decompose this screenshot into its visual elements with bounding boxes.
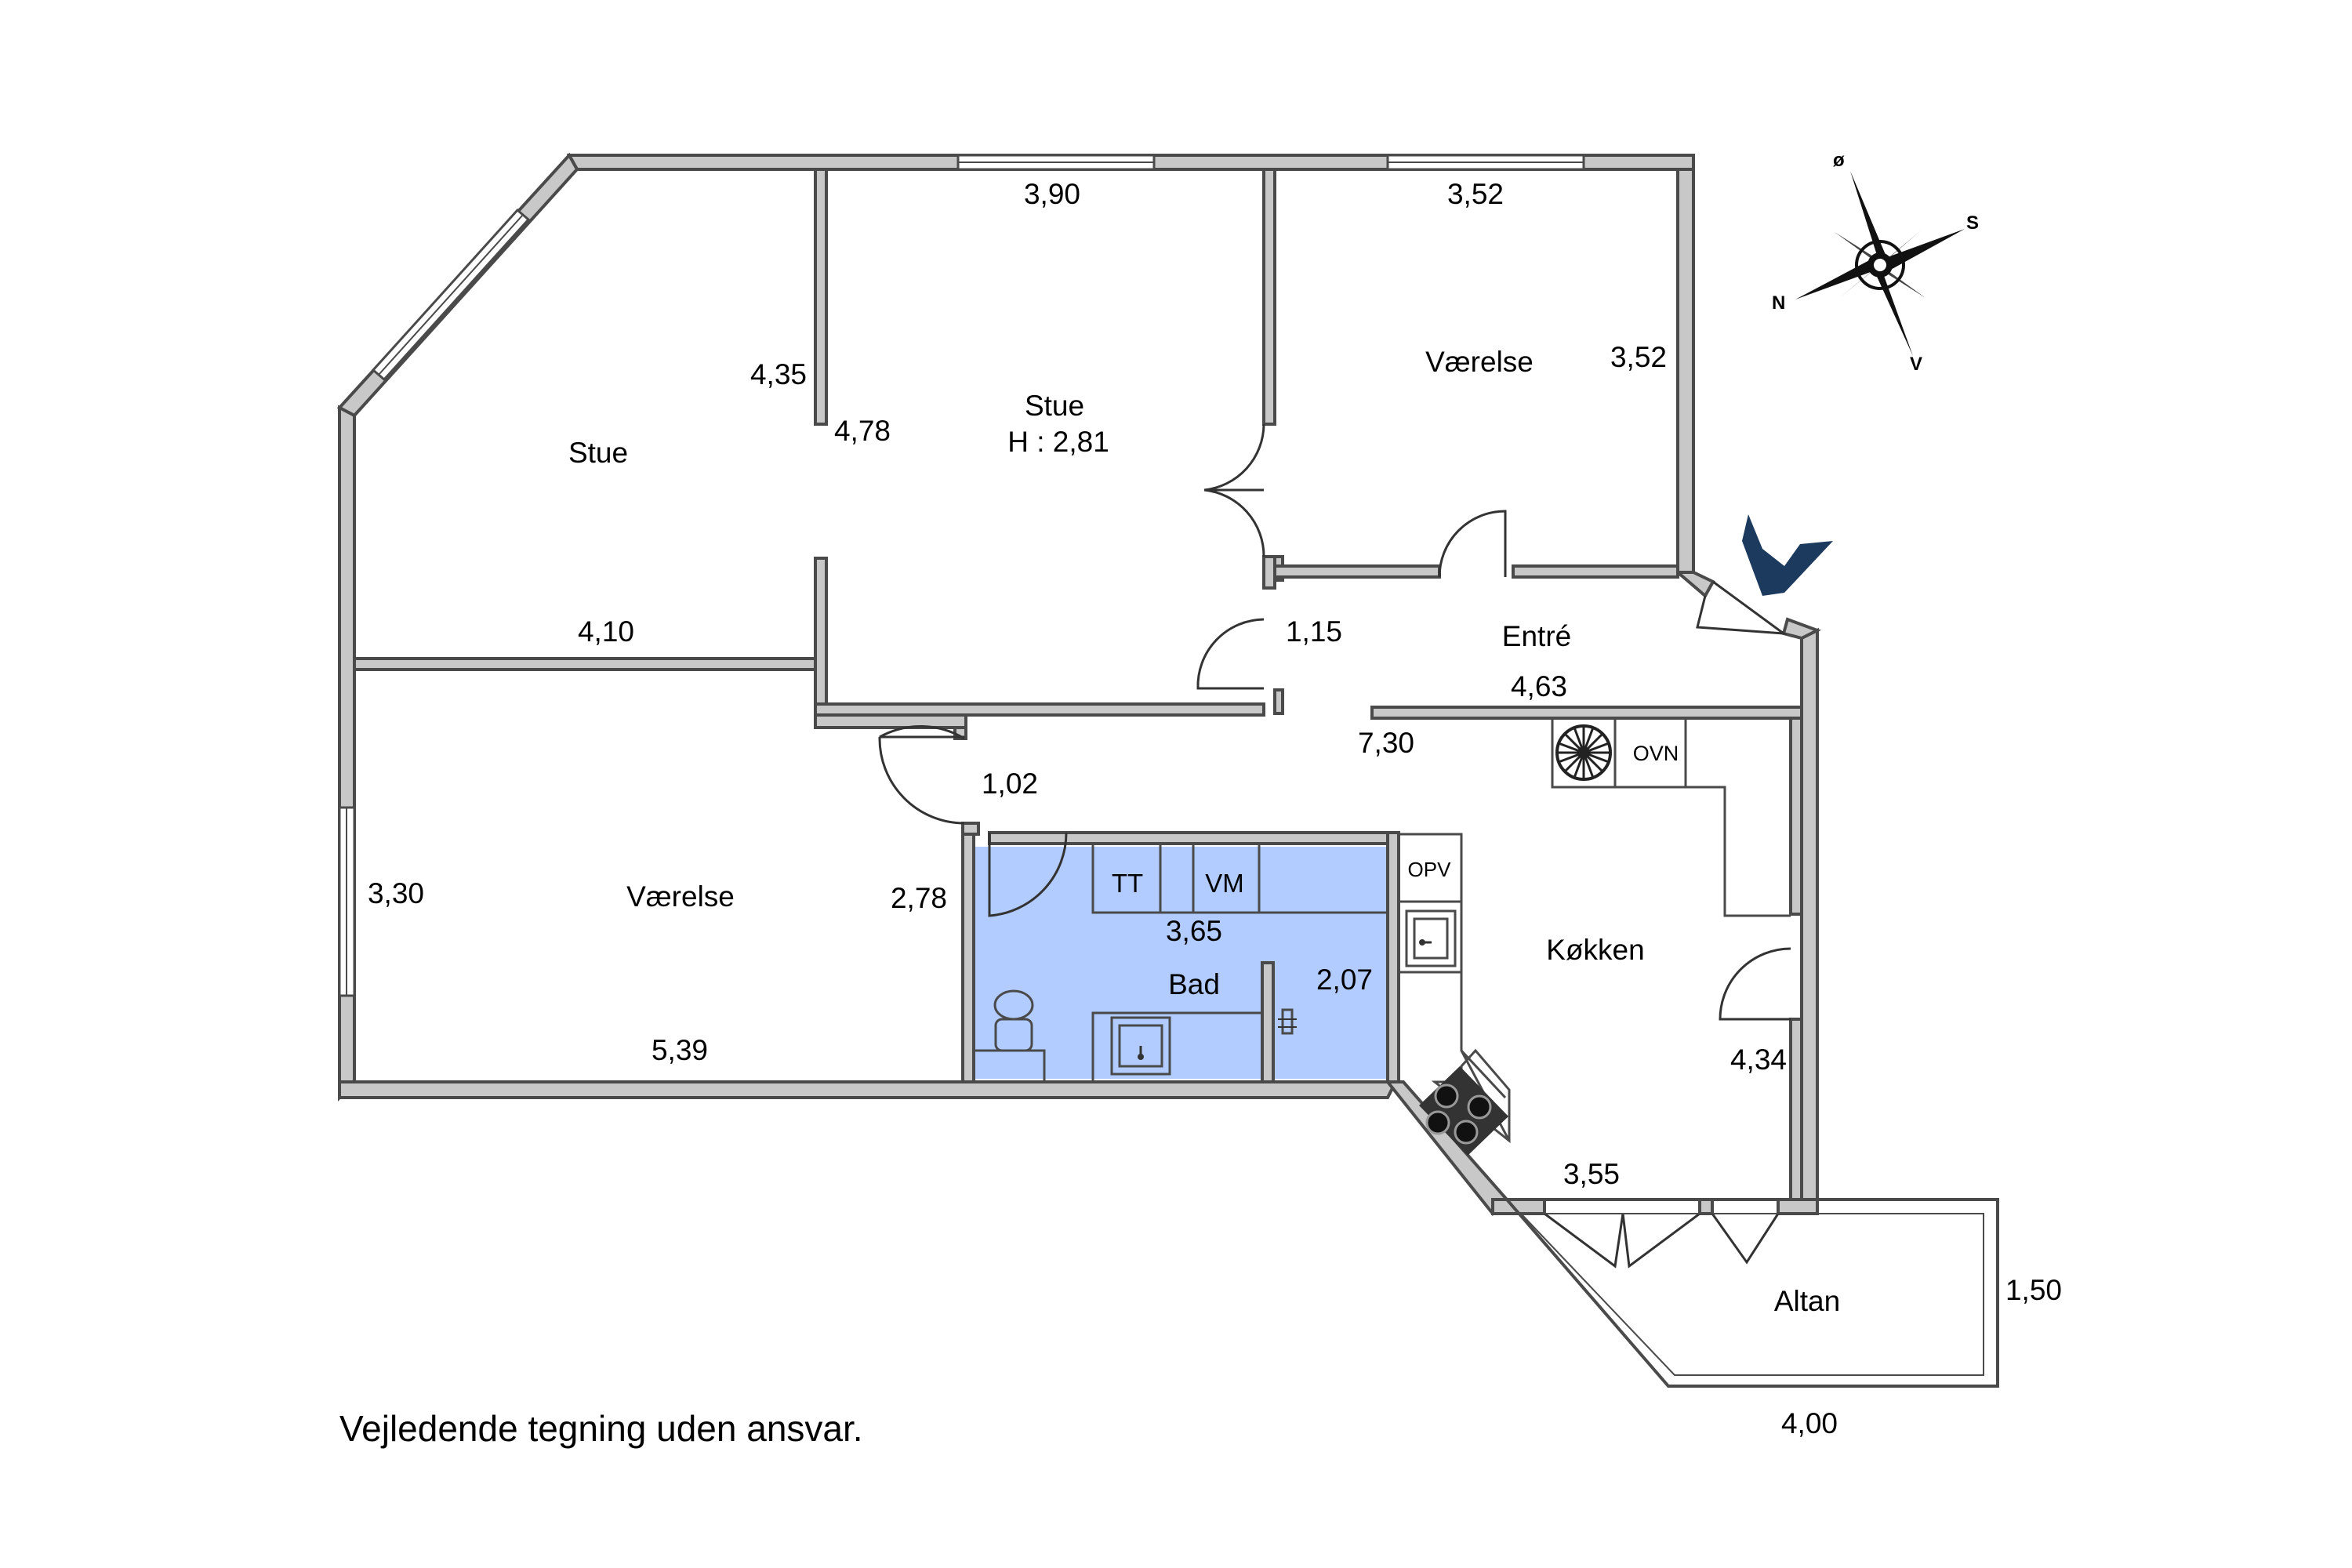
dim-365: 3,65 (1166, 915, 1222, 947)
dim-400: 4,00 (1781, 1407, 1838, 1439)
room-stue-mid: Stue (1025, 390, 1084, 422)
kitchen-sink (1405, 909, 1457, 967)
room-labels: Stue Stue H : 2,81 Værelse Entré Værelse… (568, 346, 1840, 1317)
dim-355: 3,55 (1563, 1158, 1620, 1190)
dimension-labels: 3,90 3,52 3,52 4,35 4,78 4,10 1,15 4,63 … (368, 178, 2062, 1439)
fixture-vm: VM (1205, 869, 1244, 898)
dim-478: 4,78 (834, 415, 891, 447)
compass-south-label: S (1966, 212, 1979, 234)
compass-east-label: ø (1833, 150, 1845, 171)
fixture-tt: TT (1112, 869, 1143, 898)
fixture-labels: TT VM OVN OPV (1112, 742, 1679, 898)
dim-390: 3,90 (1024, 178, 1080, 210)
dim-207: 2,07 (1316, 964, 1373, 996)
dim-410: 4,10 (578, 615, 634, 648)
dim-435: 4,35 (750, 358, 807, 390)
room-bad: Bad (1168, 968, 1220, 1000)
dim-434: 4,34 (1730, 1044, 1787, 1076)
kitchen-fixtures (1405, 724, 1612, 1156)
room-altan: Altan (1774, 1285, 1840, 1317)
dim-352-side: 3,52 (1610, 341, 1667, 373)
dim-463: 4,63 (1511, 670, 1567, 702)
doors (878, 423, 1791, 1269)
compass-north-label: N (1772, 292, 1785, 314)
dim-730: 7,30 (1358, 727, 1414, 759)
dim-150: 1,50 (2005, 1274, 2062, 1306)
dim-539: 5,39 (652, 1034, 708, 1066)
stove-icon (1419, 1066, 1508, 1156)
room-vaerelse-bottom: Værelse (626, 880, 735, 913)
room-stue-left: Stue (568, 437, 628, 469)
windows (338, 154, 1585, 997)
disclaimer-note: Vejledende tegning uden ansvar. (339, 1408, 863, 1449)
dim-278: 2,78 (891, 882, 947, 914)
balcony-outline (1503, 1198, 1999, 1388)
bathroom-floor (974, 847, 1388, 1079)
entrance-arrow-icon (1742, 514, 1833, 596)
compass-west-label: V (1910, 354, 1922, 375)
fixture-opv: OPV (1408, 858, 1452, 881)
room-entre: Entré (1502, 620, 1571, 652)
room-stue-height: H : 2,81 (1007, 426, 1109, 458)
fixture-ovn: OVN (1633, 742, 1679, 765)
fan-icon (1555, 724, 1612, 781)
room-kokken: Køkken (1546, 934, 1644, 966)
dim-330: 3,30 (368, 877, 424, 909)
dim-115: 1,15 (1286, 615, 1342, 648)
dim-352-top: 3,52 (1447, 178, 1504, 210)
dim-102: 1,02 (982, 768, 1038, 800)
room-vaerelse-top: Værelse (1425, 346, 1534, 378)
bath-fixtures (972, 842, 1389, 1083)
compass-rose-icon (1795, 171, 1965, 356)
